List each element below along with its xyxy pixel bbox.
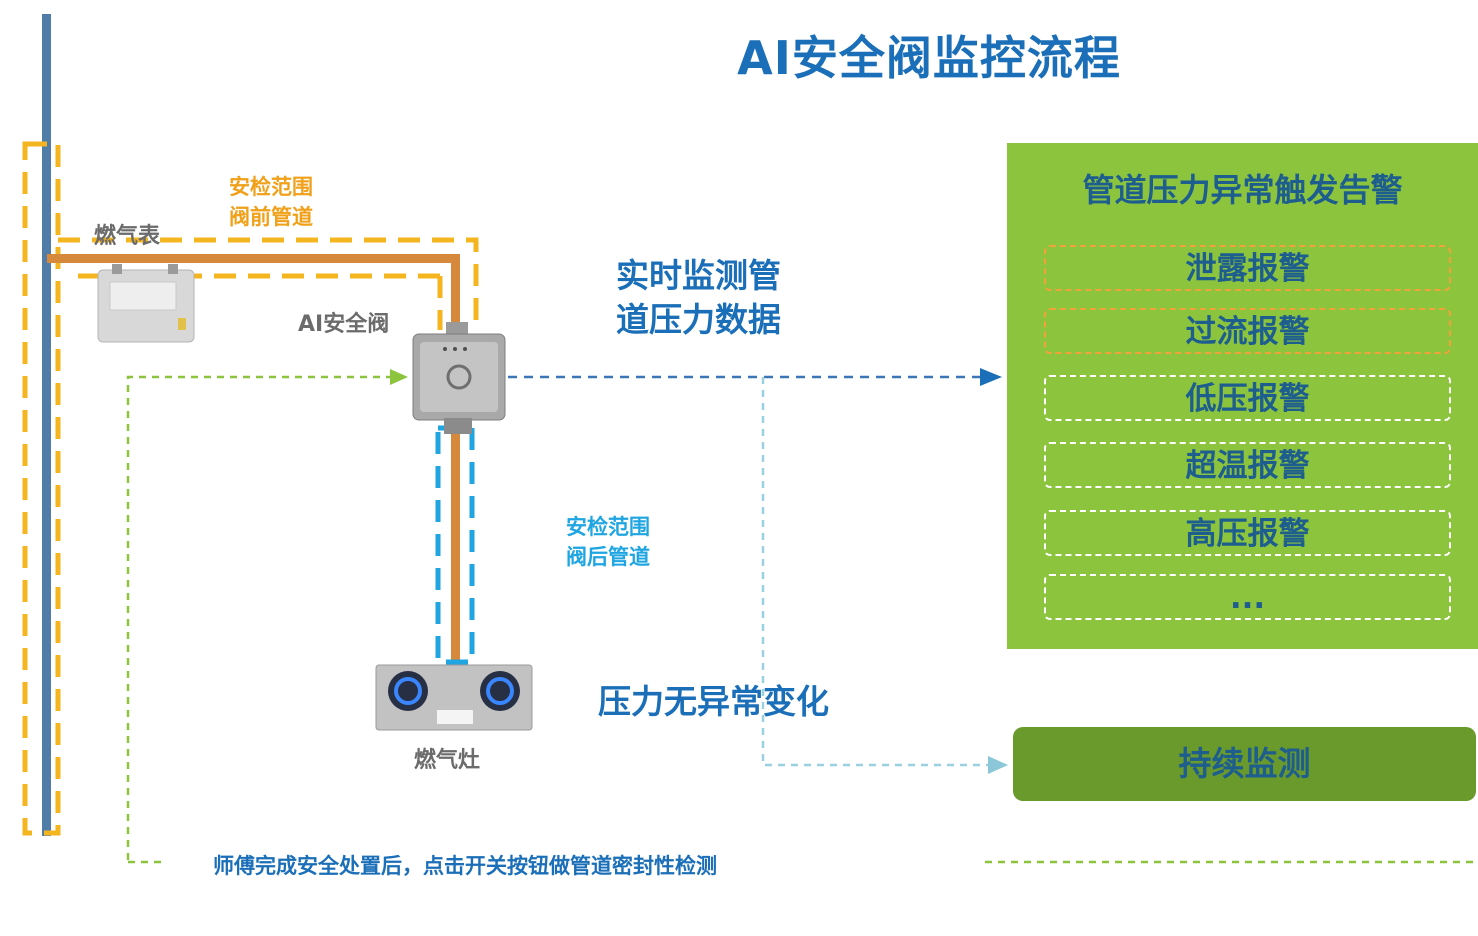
alarm-panel-title: 管道压力异常触发告警 xyxy=(1082,171,1403,209)
feedback-loop-line xyxy=(126,375,392,860)
alarm-over-temperature: 超温报警 xyxy=(1044,442,1451,488)
alarm-leak: 泄露报警 xyxy=(1044,245,1451,291)
alarm-high-pressure: 高压报警 xyxy=(1044,510,1451,556)
no-change-label: 压力无异常变化 xyxy=(598,682,829,721)
to-continue-line xyxy=(761,377,990,767)
gas-stove-label: 燃气灶 xyxy=(414,748,481,773)
inspect-after-label: 安检范围 阀后管道 xyxy=(566,515,650,569)
alarm-more: ... xyxy=(1044,574,1451,620)
horizontal-pipe xyxy=(47,254,460,263)
realtime-monitor-label: 实时监测管 道压力数据 xyxy=(616,256,781,339)
inspect-before-label: 安检范围 阀前管道 xyxy=(229,175,313,229)
continue-monitoring-box: 持续监测 xyxy=(1013,727,1476,801)
feedback-arrowhead xyxy=(390,369,408,385)
to-alarm-arrowhead xyxy=(980,368,1002,386)
gas-meter-label: 燃气表 xyxy=(94,224,161,249)
gas-meter-icon xyxy=(97,264,195,343)
bottom-note: 师傅完成安全处置后，点击开关按钮做管道密封性检测 xyxy=(213,854,717,878)
drop-pipe xyxy=(451,254,460,334)
alarm-low-pressure: 低压报警 xyxy=(1044,375,1451,421)
riser-pipe xyxy=(42,14,51,836)
to-continue-arrowhead xyxy=(988,756,1008,774)
alarm-overflow: 过流报警 xyxy=(1044,308,1451,354)
ai-valve-label: AI安全阀 xyxy=(298,312,390,337)
gas-stove-icon xyxy=(375,664,533,731)
page-title: AI安全阀监控流程 xyxy=(737,31,1121,85)
riser-inspect-box xyxy=(22,141,61,836)
ai-valve-icon xyxy=(412,322,506,434)
alarm-panel xyxy=(1007,143,1478,649)
stove-pipe xyxy=(451,420,460,665)
